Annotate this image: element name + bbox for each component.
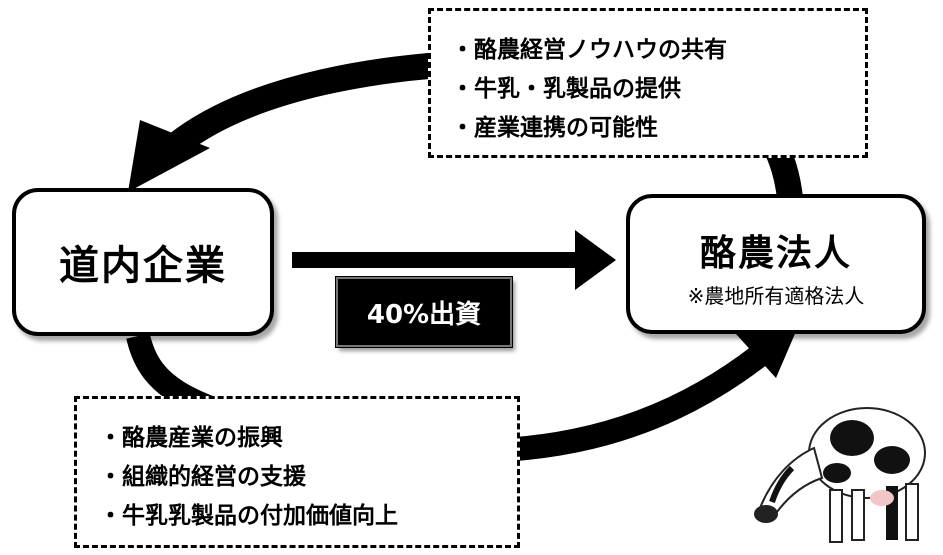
list-item: ・組織的経営の支援 bbox=[99, 464, 306, 490]
arrowhead-bottom bbox=[736, 322, 800, 378]
list-item: ・牛乳乳製品の付加価値向上 bbox=[99, 503, 398, 529]
investment-arrow-shaft bbox=[292, 252, 582, 268]
investment-label: 40%出資 bbox=[336, 277, 512, 347]
list-item: ・産業連携の可能性 bbox=[451, 115, 658, 141]
node-note: ※農地所有適格法人 bbox=[687, 284, 865, 308]
list-item: ・酪農経営ノウハウの共有 bbox=[451, 37, 727, 63]
cow-image bbox=[754, 407, 926, 543]
benefit-box-to-company: ・酪農経営ノウハウの共有 ・牛乳・乳製品の提供 ・産業連携の可能性 bbox=[428, 8, 868, 158]
list-item: ・牛乳・乳製品の提供 bbox=[451, 76, 681, 102]
list-item: ・酪農産業の振興 bbox=[99, 425, 283, 451]
node-label: 酪農法人 bbox=[699, 233, 852, 274]
node-dounai-kigyou: 道内企業 bbox=[12, 188, 274, 336]
benefit-box-to-corporation: ・酪農産業の振興 ・組織的経営の支援 ・牛乳乳製品の付加価値向上 bbox=[74, 396, 520, 548]
node-rakunou-houjin: 酪農法人 ※農地所有適格法人 bbox=[626, 194, 926, 334]
investment-arrowhead bbox=[575, 230, 616, 290]
node-label: 道内企業 bbox=[59, 243, 227, 289]
arrowhead-top bbox=[128, 120, 210, 192]
